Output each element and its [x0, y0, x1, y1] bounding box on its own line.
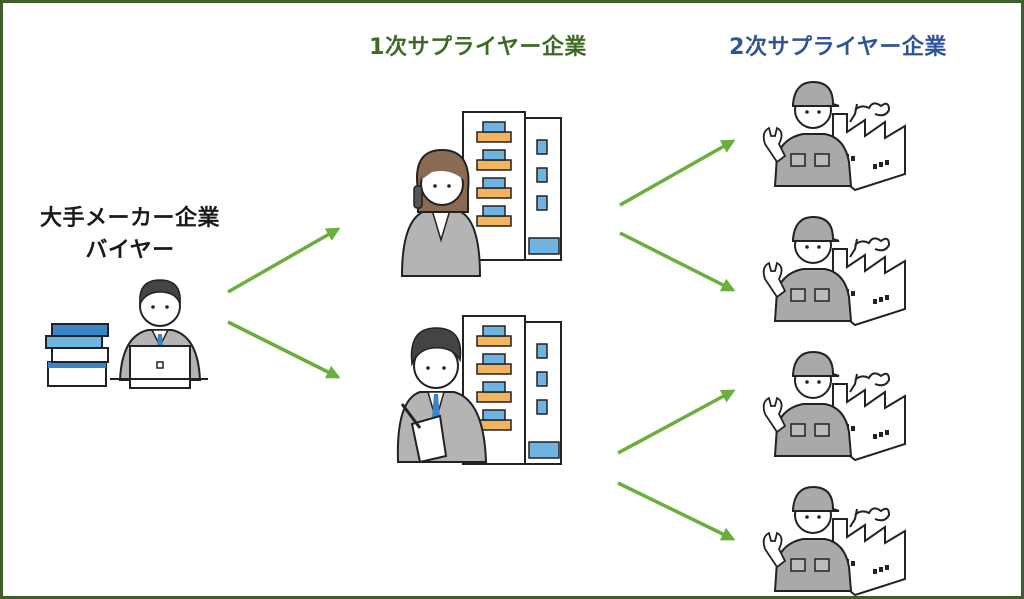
woman-on-phone-icon: [400, 148, 482, 277]
tier1-supplier-title: 1次サプライヤー企業: [369, 35, 587, 60]
arrow-buyer-to-supplier1-top: [227, 227, 341, 294]
arrow-supplierA-to-worker1: [619, 139, 736, 207]
arrow-buyer-to-supplier1-bottom: [227, 320, 341, 379]
factory-worker-icon: [762, 351, 906, 461]
buyer-role-text: バイヤー: [85, 238, 175, 263]
arrow-supplierB-to-worker3: [617, 389, 736, 455]
factory-worker-icon: [762, 486, 906, 596]
factory-worker-icon: [762, 216, 906, 326]
book-stack-icon: [45, 323, 109, 387]
buyer-label: 大手メーカー企業 バイヤー: [25, 203, 235, 267]
buyer-company-text: 大手メーカー企業: [39, 206, 220, 231]
tier2-supplier-title: 2次サプライヤー企業: [729, 35, 947, 60]
arrow-supplierB-to-worker4: [617, 481, 736, 541]
diagram-illustration: [45, 81, 906, 596]
arrow-supplierA-to-worker2: [619, 231, 736, 292]
buyer-with-laptop-icon: [110, 279, 208, 389]
factory-worker-icon: [762, 81, 906, 191]
man-with-notepad-icon: [396, 327, 488, 464]
office-building-icon: [462, 111, 562, 261]
